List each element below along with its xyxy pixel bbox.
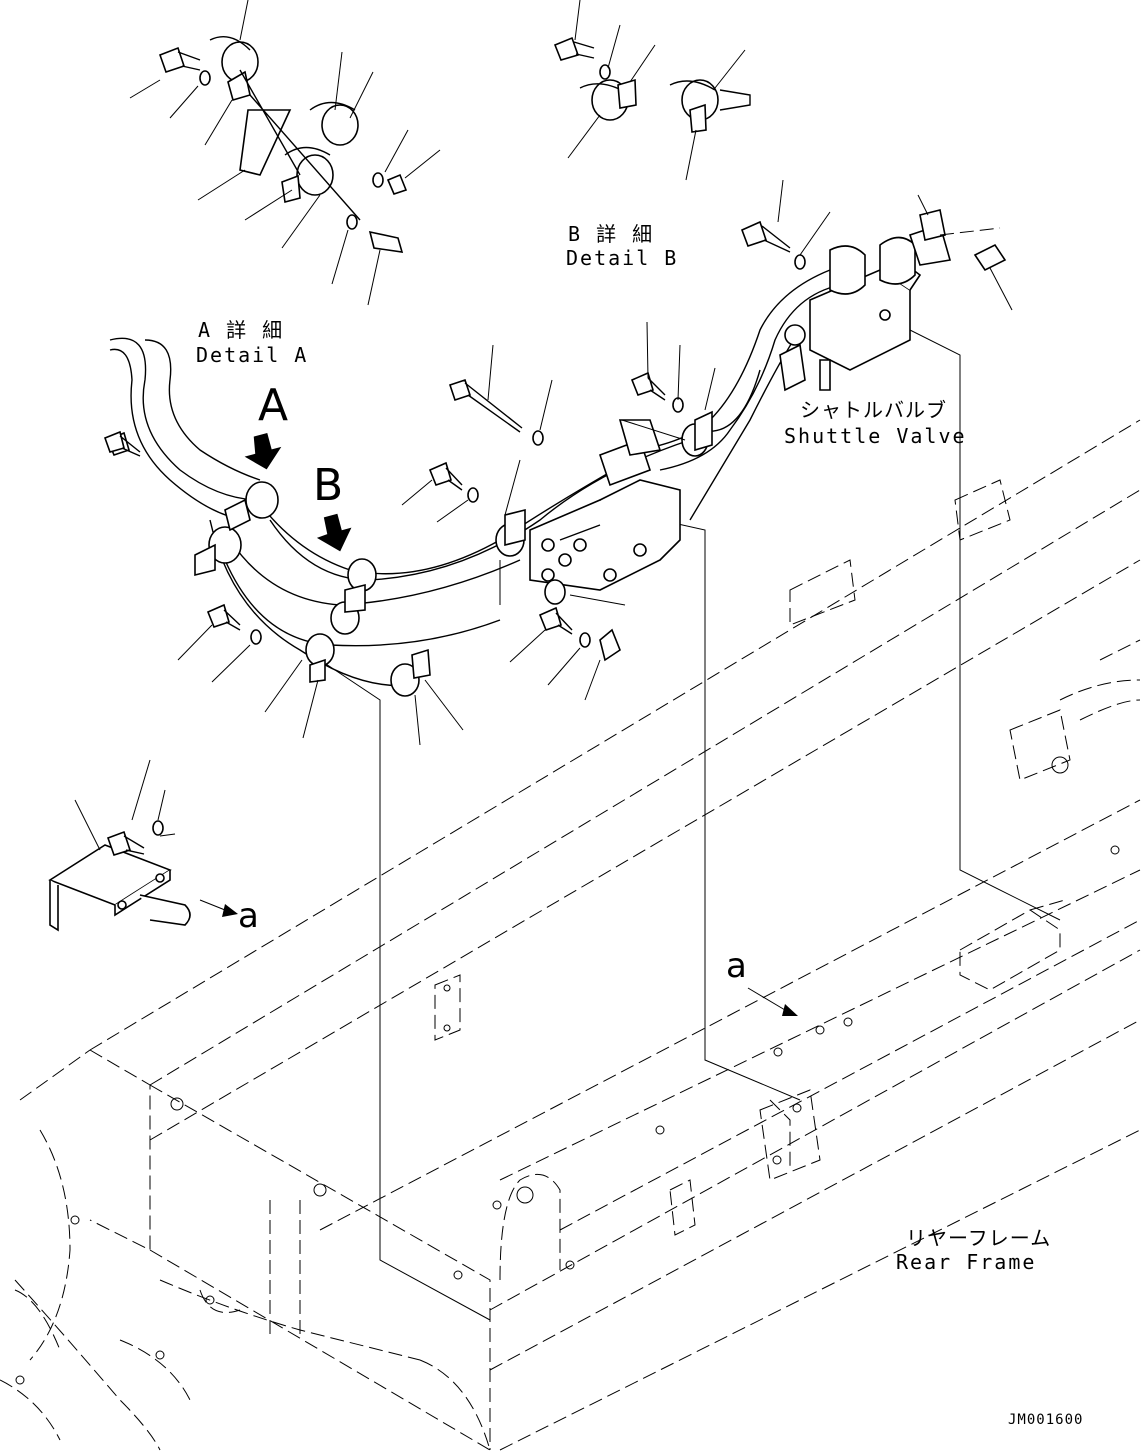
shuttle-valve bbox=[779, 223, 952, 392]
reference-lines bbox=[319, 319, 1061, 1321]
view-arrows bbox=[244, 432, 352, 552]
detail-a-exploded bbox=[129, 0, 441, 306]
bracket-assembly bbox=[48, 430, 238, 932]
rear-frame-label-jp: リヤーフレーム bbox=[906, 1226, 1052, 1250]
drawing-code: JM001600 bbox=[1008, 1412, 1084, 1428]
main-fasteners bbox=[177, 321, 716, 746]
frame-ref-a: a bbox=[726, 946, 747, 986]
bracket-ref-a: a bbox=[238, 896, 259, 936]
rear-frame bbox=[0, 419, 1141, 1451]
detail-a-label-jp: A 詳 細 bbox=[198, 318, 285, 342]
detail-b-label-jp: B 詳 細 bbox=[568, 222, 655, 246]
shuttle-valve-fasteners bbox=[740, 179, 1013, 311]
bracket-bolt bbox=[106, 830, 145, 856]
clamps-main bbox=[194, 410, 713, 697]
shuttle-valve-label-jp: シャトルバルブ bbox=[800, 398, 947, 422]
rear-frame-label-en: Rear Frame bbox=[896, 1250, 1037, 1274]
detail-b-exploded bbox=[553, 0, 751, 181]
detail-b-label-en: Detail B bbox=[566, 246, 679, 270]
valve-block bbox=[529, 419, 681, 591]
shuttle-valve-label-en: Shuttle Valve bbox=[784, 424, 967, 448]
view-marker-b: B bbox=[313, 460, 344, 511]
frame-ref-arrow bbox=[747, 987, 798, 1016]
view-marker-a: A bbox=[258, 380, 289, 431]
detail-a-label-en: Detail A bbox=[196, 343, 309, 367]
